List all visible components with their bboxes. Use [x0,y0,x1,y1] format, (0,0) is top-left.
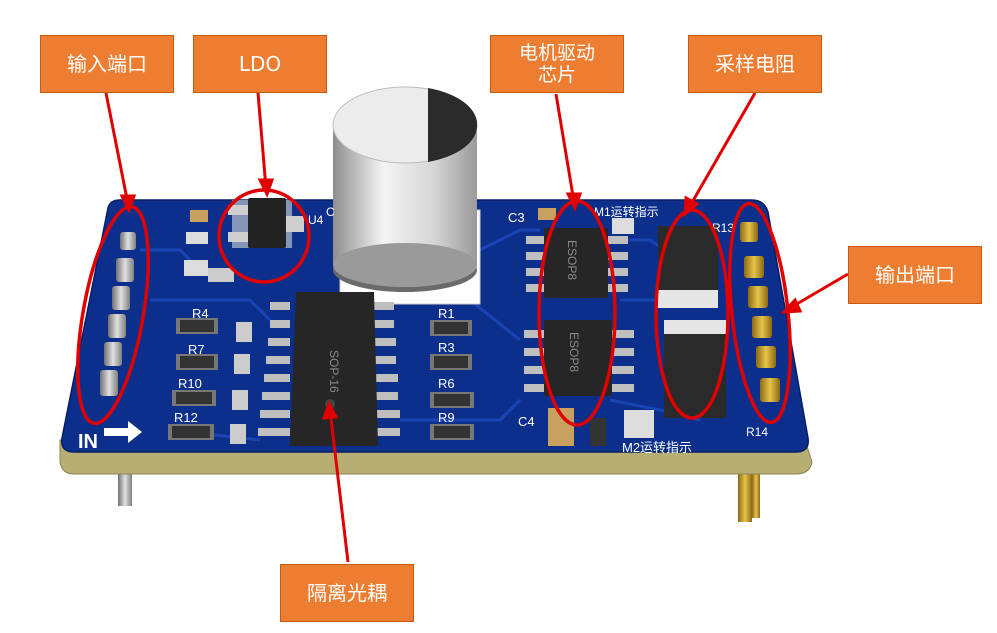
resistors-left [168,318,252,444]
silk-c: C [326,205,335,219]
highlight-input-port [76,204,150,426]
silk-c3: C3 [508,210,525,225]
silk-r12: R12 [174,410,198,425]
leader-input-port [104,92,130,205]
electrolytic-capacitor [332,86,481,305]
chip-label-esop8-top: ESOP8 [565,240,579,280]
leader-sense-resistors [688,92,757,207]
output-header [740,222,780,402]
arrowhead-input-port [119,194,137,214]
callout-sense-resistor: 采样电阻 [688,35,822,93]
silk-m2-indicator: M2运转指示 [622,440,692,455]
esop8-chip-bottom [524,320,634,396]
leader-optocoupler [328,409,350,563]
right-leg-pin-1 [738,468,752,522]
ldo-chip [228,198,304,248]
leader-driver-chips [554,93,576,203]
silk-r14: R14 [746,425,768,439]
silk-r9: R9 [438,410,455,425]
smd-passives-top-left [184,210,234,282]
silk-r1: R1 [438,306,455,321]
callout-motor-driver: 电机驱动 芯片 [490,35,624,93]
arrowhead-sense-resistors [683,195,700,218]
silk-r4: R4 [192,306,209,321]
silk-c4: C4 [518,414,535,429]
chip-label-sop16: SOP-16 [327,350,341,393]
input-header [100,232,136,396]
silk-r3: R3 [438,340,455,355]
callout-optocoupler: 隔离光耦 [280,564,414,622]
leader-ldo [256,92,268,189]
arrowhead-driver-chips [565,192,583,212]
silk-m1-indicator: M1运转指示 [594,204,659,219]
callout-output-port: 输出端口 [848,246,982,304]
chip-label-esop8-bottom: ESOP8 [567,332,581,372]
leader-output-port [789,272,849,310]
resistors-right [430,320,474,440]
arrowhead-ldo [257,178,275,198]
right-leg-pin-2 [752,468,760,518]
arrowhead-output-port [780,297,803,314]
left-leg-pin [118,468,132,506]
sop16-chip [258,292,400,446]
arrowhead-optocoupler [321,400,339,420]
silk-r7: R7 [188,342,205,357]
silk-r13: R13 [712,221,734,235]
callout-ldo: LDO [193,35,327,93]
smd-passives-bottom [538,208,654,446]
callout-input-port: 输入端口 [40,35,174,93]
in-arrow-icon [104,421,142,443]
silk-in: IN [78,431,98,453]
silk-r10: R10 [178,376,202,391]
silk-r6: R6 [438,376,455,391]
esop8-chip-top [526,228,628,298]
silk-u4: U4 [308,213,324,227]
